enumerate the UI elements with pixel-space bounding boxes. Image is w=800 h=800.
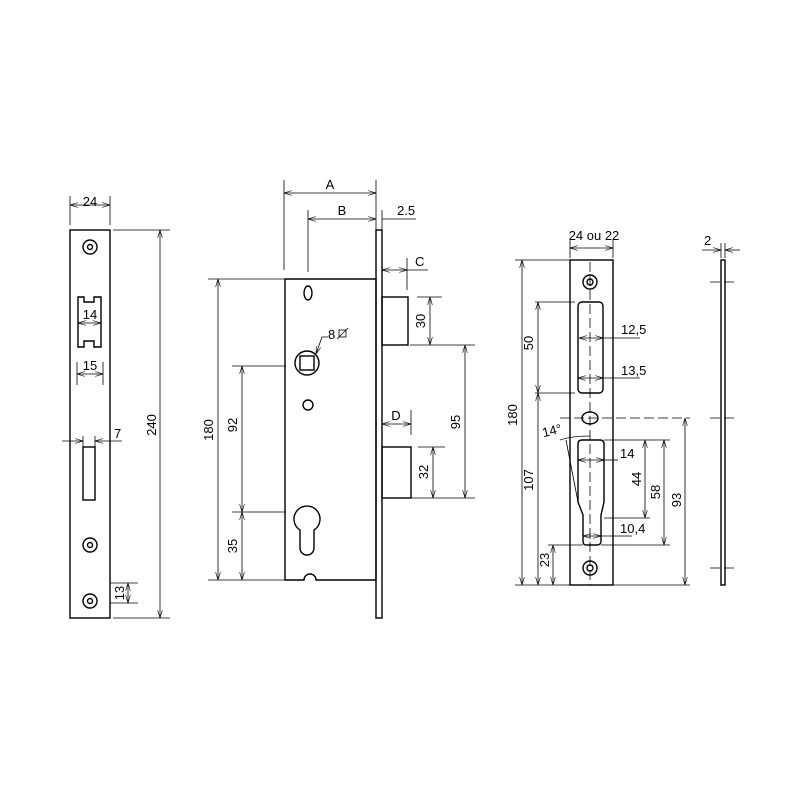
dim-angle-14: 14° bbox=[541, 421, 564, 440]
dim-2-5: 2.5 bbox=[397, 203, 415, 218]
dead-bolt bbox=[381, 446, 412, 499]
dim-30: 30 bbox=[413, 314, 428, 328]
square-symbol-icon bbox=[336, 327, 349, 340]
top-hole bbox=[303, 285, 313, 301]
latch-opening bbox=[77, 296, 102, 348]
dim-2: 2 bbox=[704, 233, 711, 248]
cylinder-keyhole bbox=[293, 505, 321, 556]
dim-a: A bbox=[326, 177, 335, 192]
strike-side-view: 2 bbox=[702, 233, 740, 586]
dim-58: 58 bbox=[648, 485, 663, 499]
dim-32: 32 bbox=[416, 465, 431, 479]
latch-opening bbox=[577, 301, 604, 394]
dim-width-24: 24 bbox=[83, 194, 97, 209]
follower-hub bbox=[294, 350, 320, 376]
dim-44: 44 bbox=[629, 472, 644, 486]
dim-23: 23 bbox=[537, 553, 552, 567]
dim-d: D bbox=[391, 408, 400, 423]
dim-24-ou-22: 24 ou 22 bbox=[569, 228, 620, 243]
dim-10-4: 10,4 bbox=[620, 521, 645, 536]
dim-180: 180 bbox=[505, 404, 520, 426]
small-hole bbox=[302, 399, 314, 411]
dim-12-5: 12,5 bbox=[621, 322, 646, 337]
side-plate-outline bbox=[720, 259, 726, 586]
strike-plate-view: 24 ou 22 180 50 107 23 12,5 13,5 14 10,4… bbox=[505, 228, 690, 586]
lock-body-view: A B 2.5 C 30 95 D 32 180 92 35 8 bbox=[201, 177, 475, 619]
dim-14: 14 bbox=[620, 446, 634, 461]
faceplate-outline bbox=[69, 229, 111, 619]
dim-8-square: 8 bbox=[328, 327, 335, 342]
latch-bolt bbox=[381, 296, 409, 346]
dim-95: 95 bbox=[448, 415, 463, 429]
dim-13-5: 13,5 bbox=[621, 363, 646, 378]
bolt-opening bbox=[577, 439, 605, 546]
screw-hole-icon bbox=[82, 239, 98, 609]
dim-35: 35 bbox=[225, 539, 240, 553]
dim-7: 7 bbox=[114, 426, 121, 441]
dim-b: B bbox=[338, 203, 347, 218]
left-faceplate-view: 24 240 14 15 7 13 bbox=[62, 194, 170, 619]
dim-15: 15 bbox=[83, 358, 97, 373]
dim-180: 180 bbox=[201, 419, 216, 441]
dim-92: 92 bbox=[225, 418, 240, 432]
dim-13: 13 bbox=[112, 586, 127, 600]
dim-c: C bbox=[415, 254, 424, 269]
lock-case bbox=[284, 278, 377, 581]
dim-93: 93 bbox=[669, 493, 684, 507]
dim-50: 50 bbox=[521, 336, 536, 350]
dim-latch-14: 14 bbox=[83, 307, 97, 322]
dim-107: 107 bbox=[521, 469, 536, 491]
dim-height-240: 240 bbox=[144, 414, 159, 436]
follower-square bbox=[299, 355, 315, 371]
bolt-slot bbox=[82, 446, 96, 501]
lock-faceplate bbox=[375, 229, 383, 619]
